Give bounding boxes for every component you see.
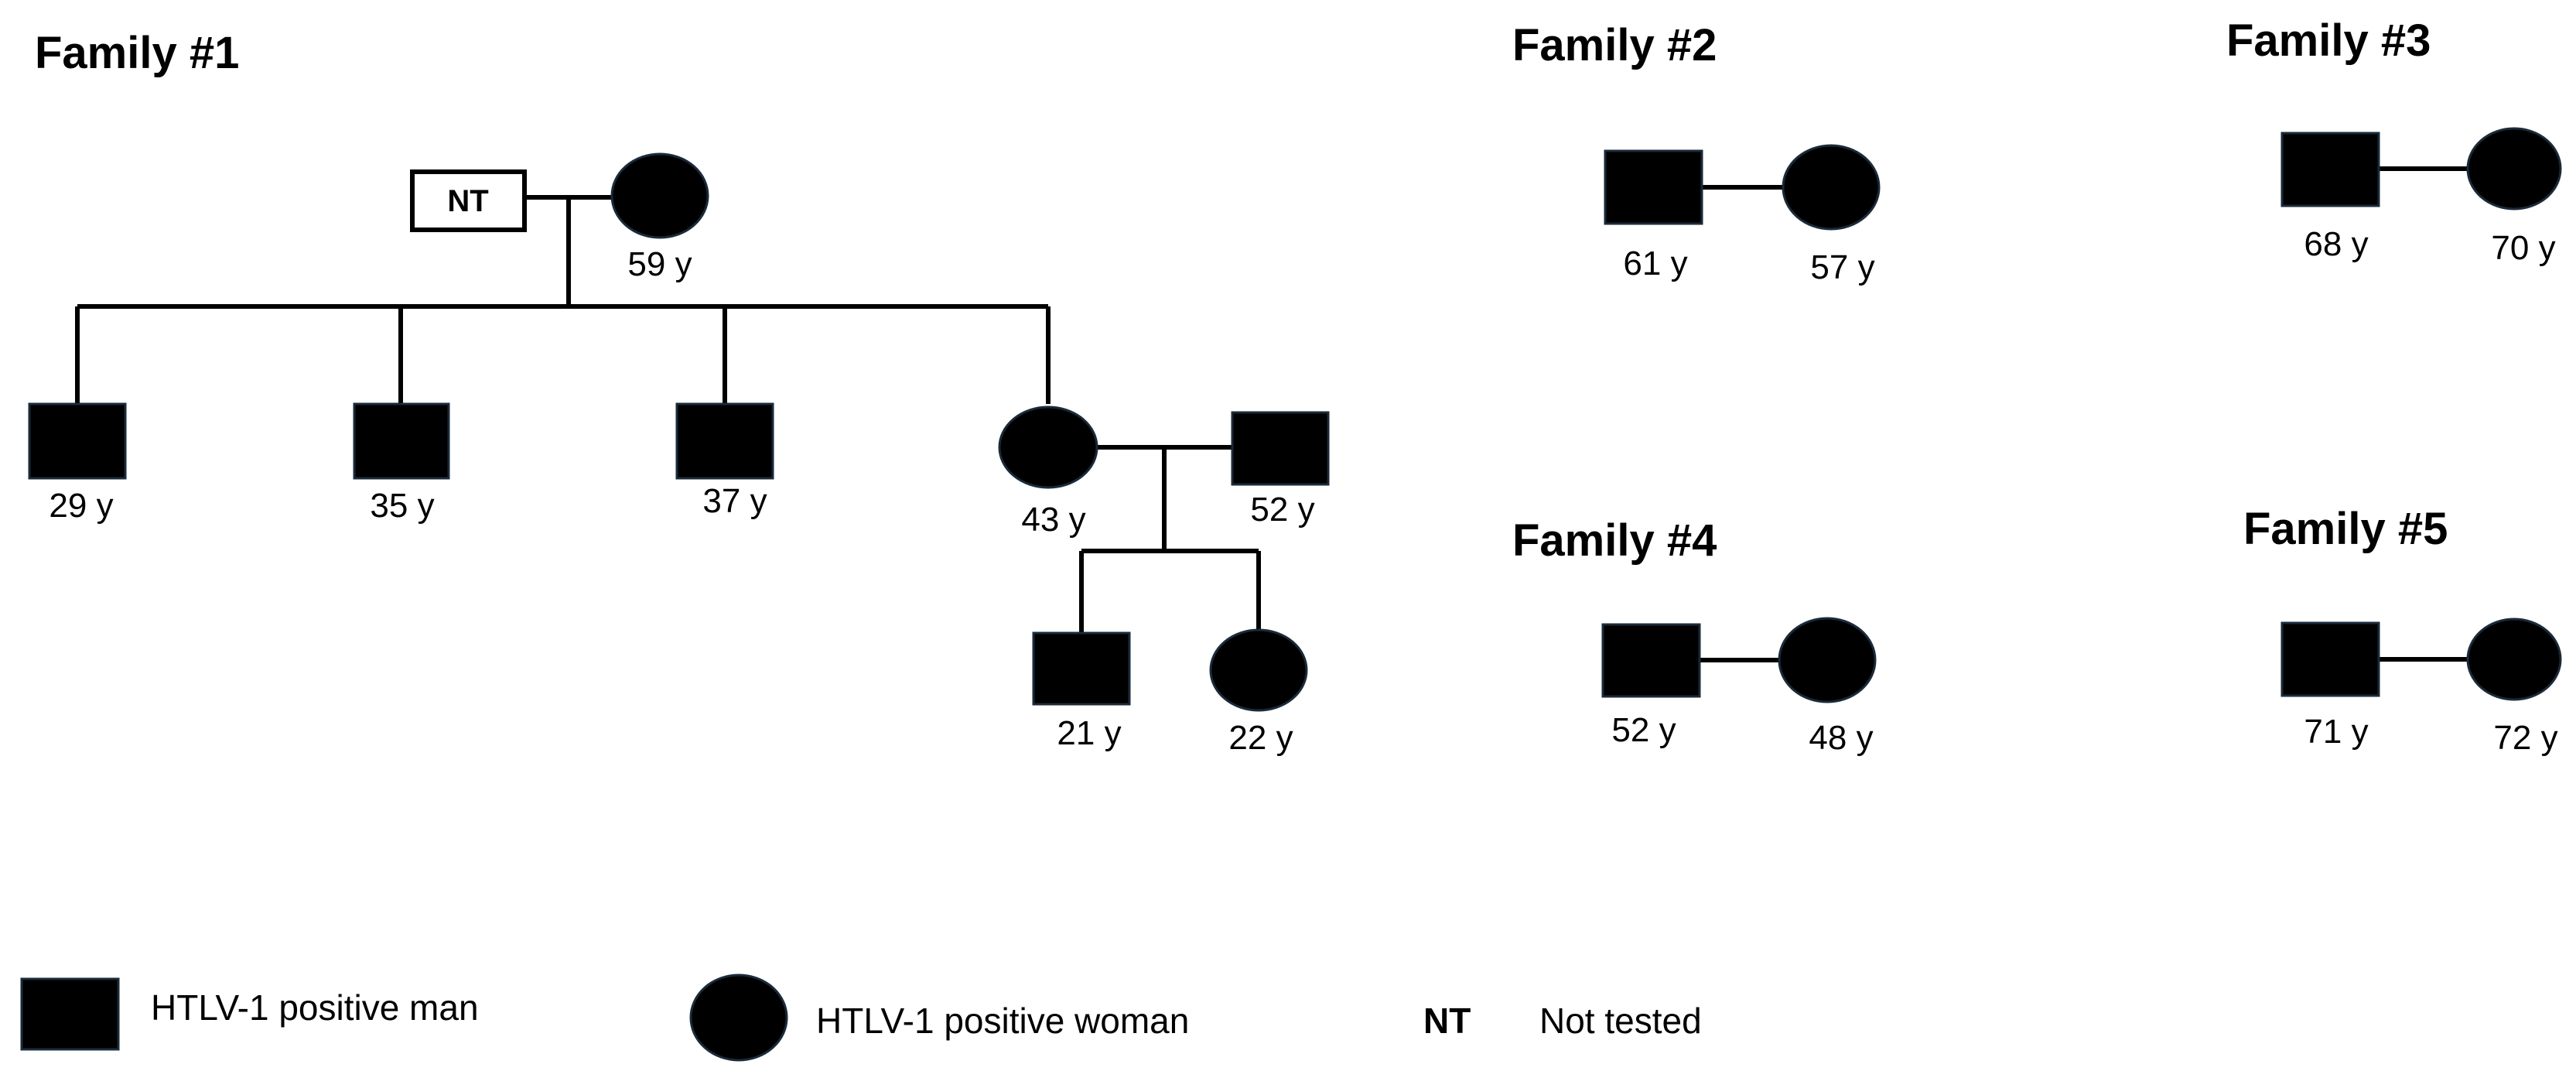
legend-woman-circle (689, 973, 788, 1062)
f4-man-square (1601, 623, 1701, 698)
legend-nt-desc: Not tested (1539, 1001, 1702, 1041)
f5-woman-circle (2466, 618, 2562, 701)
f4-woman-circle (1778, 617, 1877, 703)
family-2-title: Family #2 (1512, 20, 1717, 70)
legend-woman-label: HTLV-1 positive woman (816, 1001, 1189, 1041)
f5-man-square (2280, 621, 2380, 697)
f5-man-age: 71 y (2304, 713, 2368, 751)
f1-spouse-age: 52 y (1250, 491, 1314, 529)
f1-father-not-tested-square (410, 169, 527, 232)
f1-mother-age: 59 y (627, 245, 692, 283)
f1-spouse-square (1231, 411, 1330, 486)
f2-man-square (1604, 149, 1703, 225)
f1-grandchild1-age: 21 y (1057, 714, 1121, 752)
f1-child2-age: 35 y (370, 487, 434, 525)
f1-grandchild2-age: 22 y (1228, 719, 1293, 757)
family-4-title: Family #4 (1512, 515, 1717, 566)
legend-man-label: HTLV-1 positive man (151, 987, 479, 1028)
f1-daughter-age: 43 y (1021, 501, 1085, 539)
f3-woman-age: 70 y (2491, 229, 2555, 267)
f4-man-age: 52 y (1611, 711, 1676, 749)
f3-woman-circle (2466, 127, 2562, 210)
legend-nt-abbr: NT (1423, 1001, 1471, 1041)
legend: HTLV-1 positive man HTLV-1 positive woma… (20, 973, 1702, 1062)
f1-child2-square (353, 402, 450, 480)
family-1-title: Family #1 (35, 28, 239, 78)
f2-man-age: 61 y (1623, 245, 1687, 282)
f1-child1-square (28, 402, 127, 480)
f3-man-age: 68 y (2304, 225, 2368, 263)
family-1: Family #1 NT 59 y 29 y 35 y 37 y 43 y 52… (28, 28, 1330, 757)
family-5: Family #5 71 y 72 y (2243, 504, 2562, 757)
f1-child3-age: 37 y (702, 482, 767, 520)
f1-grandchild2-circle (1209, 628, 1308, 712)
family-3: Family #3 68 y 70 y (2226, 15, 2562, 267)
f5-woman-age: 72 y (2493, 719, 2557, 757)
family-4: Family #4 52 y 48 y (1512, 515, 1877, 757)
f1-child1-age: 29 y (49, 487, 113, 525)
f1-daughter-circle (998, 405, 1098, 489)
f1-mother-circle (610, 152, 709, 239)
f2-woman-age: 57 y (1810, 248, 1874, 286)
f1-father-nt-label: NT (447, 184, 488, 218)
family-5-title: Family #5 (2243, 504, 2448, 554)
f2-woman-circle (1782, 144, 1881, 231)
family-2: Family #2 61 y 57 y (1512, 20, 1881, 286)
f1-grandchild1-square (1032, 631, 1131, 706)
f4-woman-age: 48 y (1809, 719, 1873, 757)
f3-man-square (2280, 132, 2380, 207)
family-3-title: Family #3 (2226, 15, 2431, 66)
legend-man-square (20, 977, 120, 1051)
f1-child3-square (675, 402, 774, 480)
